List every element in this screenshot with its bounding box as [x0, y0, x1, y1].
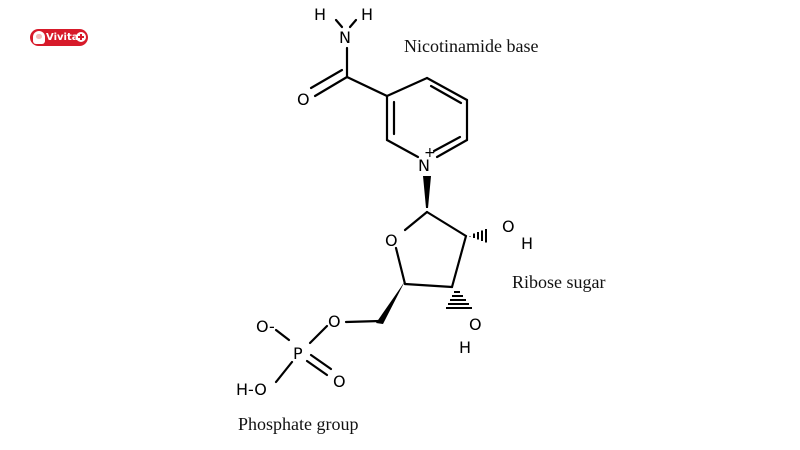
atom-o-minus: O- — [256, 317, 275, 336]
logo-text: Vivita — [46, 32, 79, 43]
atom-h-c3: H — [459, 338, 471, 357]
bond-p-o-double-2 — [309, 353, 333, 371]
ribose-c1-o — [403, 210, 429, 232]
atom-o-carbonyl: O — [297, 90, 310, 109]
ring-bond-5 — [385, 138, 420, 159]
atom-h-left: H — [314, 5, 326, 24]
plus-icon — [76, 32, 86, 42]
bond-o-p — [308, 324, 329, 345]
bond-c-o-carbonyl — [313, 75, 349, 98]
label-ribose-sugar: Ribose sugar — [512, 272, 606, 292]
wedge-c4-ch2 — [376, 281, 405, 324]
atom-n-amide: N — [339, 28, 351, 47]
bond-p-o-double — [305, 359, 329, 377]
ring-bond-4 — [435, 138, 469, 159]
charge-plus: + — [424, 145, 436, 161]
bond-c-ring — [345, 75, 389, 98]
atom-h-c2: H — [521, 234, 533, 253]
ring-bond-4-inner — [432, 135, 462, 153]
bond-p-oh — [274, 360, 294, 384]
wedge-n-c1 — [423, 176, 431, 208]
atom-o-c2: O — [502, 217, 515, 236]
ring-bond-1 — [385, 76, 429, 98]
atom-o-ester: O — [328, 312, 341, 331]
atom-n-ring: N — [418, 156, 430, 175]
bond-ch2-o — [344, 319, 382, 324]
ring-bond-2-inner — [429, 84, 463, 105]
label-nicotinamide-base: Nicotinamide base — [404, 36, 539, 56]
atom-p: P — [293, 344, 303, 363]
ribose-c3-c2 — [450, 234, 468, 289]
bond-nh-right — [348, 18, 358, 29]
mascot-icon — [33, 31, 45, 44]
ribose-c4-c3 — [403, 282, 454, 289]
atom-h-o-phosphate: H-O — [236, 380, 267, 399]
atom-h-right: H — [361, 5, 373, 24]
ribose-c2-c1 — [425, 210, 468, 238]
ring-bond-2 — [425, 76, 469, 102]
vivita-logo[interactable]: Vivita — [30, 29, 88, 46]
label-phosphate-group: Phosphate group — [238, 414, 359, 434]
bond-c-o-carbonyl-2 — [309, 68, 344, 90]
bond-p-ominus — [274, 328, 291, 342]
atom-o-double: O — [333, 372, 346, 391]
atom-o-c3: O — [469, 315, 482, 334]
atom-o-ribose: O — [385, 231, 398, 250]
bond-nh-left — [334, 18, 344, 29]
ribose-o-c4 — [394, 246, 407, 286]
